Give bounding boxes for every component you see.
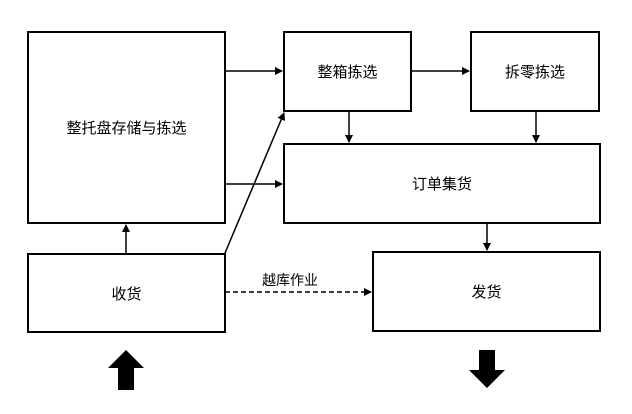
cross-dock-label: 越库作业 [262, 273, 318, 289]
inbound-arrow-icon [108, 350, 144, 390]
node-receiving: 收货 [27, 253, 226, 333]
arrow-receiving-to-case-picking [224, 112, 285, 254]
node-shipping: 发货 [372, 251, 601, 332]
node-pallet-storage-label: 整托盘存储与拣选 [66, 119, 187, 137]
node-piece-picking: 拆零拣选 [470, 31, 600, 112]
outbound-arrow-icon [469, 350, 505, 388]
node-order-consolidation-label: 订单集货 [411, 175, 472, 193]
node-pallet-storage: 整托盘存储与拣选 [27, 31, 226, 224]
node-order-consolidation: 订单集货 [283, 143, 601, 224]
node-shipping-label: 发货 [471, 283, 502, 301]
node-case-picking-label: 整箱拣选 [317, 63, 378, 81]
node-receiving-label: 收货 [111, 284, 142, 303]
node-piece-picking-label: 拆零拣选 [504, 63, 565, 81]
node-case-picking: 整箱拣选 [283, 31, 412, 112]
